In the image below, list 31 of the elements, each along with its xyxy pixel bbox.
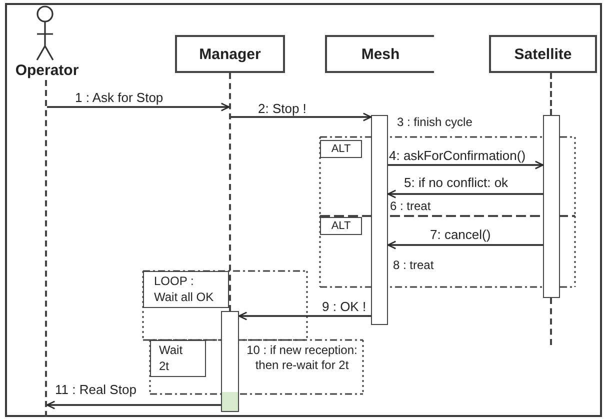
- lifeline: [45, 80, 47, 417]
- message-arrow: [46, 400, 221, 410]
- fragment-tab: LOOP : Wait all OK: [143, 271, 229, 308]
- message-arrow: [388, 160, 544, 170]
- participant-box: Manager: [175, 35, 285, 73]
- step-note: 6 : treat: [390, 199, 431, 214]
- fragment-tab: Wait 2t: [150, 340, 206, 377]
- lifeline: [550, 298, 552, 345]
- message-arrow: [238, 312, 371, 320]
- message-arrow: [47, 102, 230, 112]
- step-note: 8 : treat: [393, 258, 434, 273]
- fragment-tab: ALT: [320, 217, 362, 235]
- fragment-tab: ALT: [320, 140, 362, 158]
- message-arrow: [387, 190, 543, 198]
- message-label: 2: Stop !: [258, 101, 306, 116]
- message-label: 9 : OK !: [322, 299, 366, 314]
- message-arrow: [231, 112, 372, 122]
- step-note: 10 : if new reception: then re-wait for 2t: [246, 343, 358, 373]
- activation-bar: [221, 311, 239, 412]
- message-label: 1 : Ask for Stop: [75, 90, 164, 105]
- message-label: 4: askForConfirmation(): [389, 148, 526, 163]
- message-label: 7: cancel(): [430, 227, 491, 242]
- message-label: 11 : Real Stop: [55, 382, 136, 397]
- activation-bar: [371, 115, 388, 325]
- actor-name: Operator: [14, 62, 80, 79]
- message-label: 5: if no conflict: ok: [404, 175, 508, 190]
- participant-box: Mesh: [325, 35, 434, 73]
- participant-box: Satellite: [489, 35, 597, 73]
- message-arrow: [387, 240, 543, 250]
- activation-bar: [543, 115, 560, 298]
- step-note: 3 : finish cycle: [397, 115, 472, 130]
